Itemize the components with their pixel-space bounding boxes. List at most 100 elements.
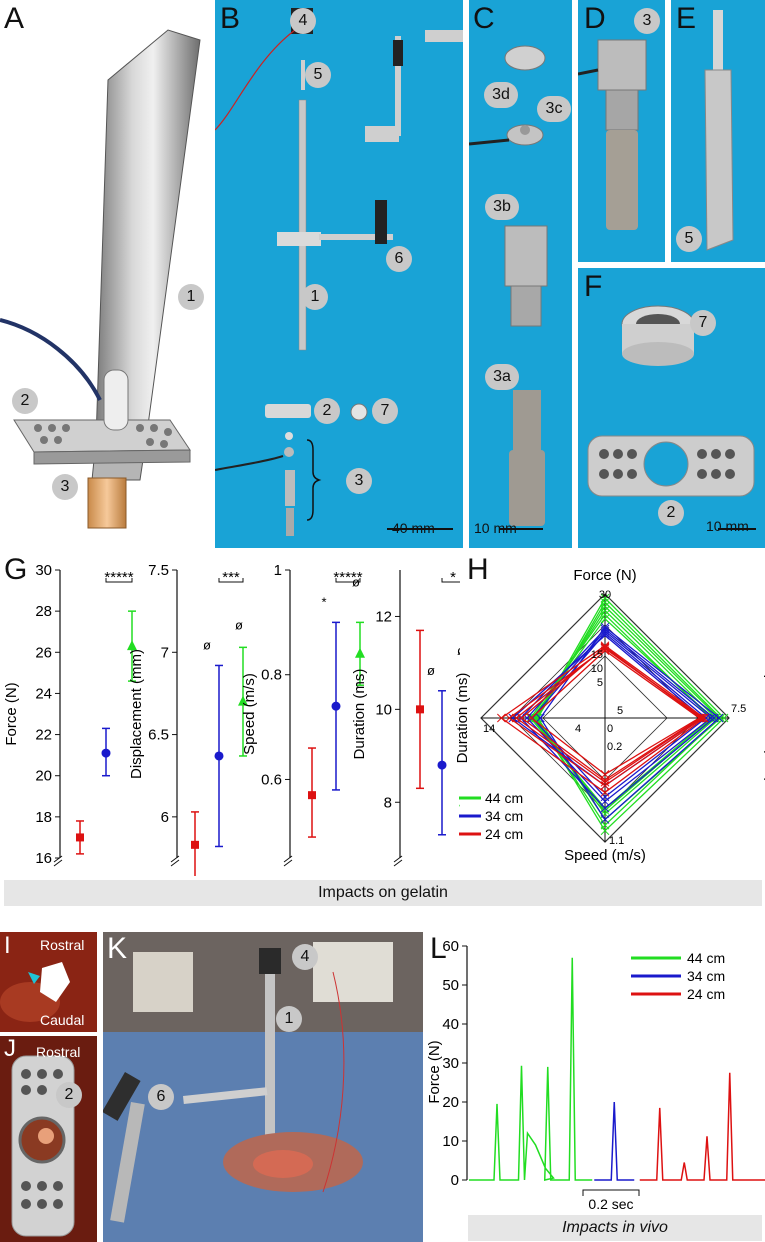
radar-point [517,713,527,723]
y-tick-label: 50 [442,977,459,994]
radar-point [600,775,610,785]
y-tick-label: 1 [274,562,282,579]
label-badge: 6 [148,1084,174,1110]
panel-letter-e: E [676,2,697,35]
y-tick-label: 30 [35,562,52,579]
radar-tick-label: 14 [483,723,495,735]
significance-label: ø [352,574,360,589]
y-tick-label: 10 [375,701,392,718]
panel-letter-l: L [430,932,447,965]
panel-i-drawing [0,932,97,1032]
significance-label: ø [203,637,211,652]
panel-j-photo [0,1036,97,1242]
radar-point [600,642,610,652]
y-tick-label: 6 [161,809,169,826]
significance-bracket [335,578,361,583]
y-tick-label: 40 [442,1016,459,1033]
panel-letter-a: A [4,2,25,35]
label-badge: 2 [314,398,340,424]
y-tick-label: 8 [384,794,392,811]
radar-point [600,614,610,624]
significance-bracket [441,578,460,583]
scale-bar-label: 10 mm [706,518,749,534]
panel-f-drawing [587,305,756,530]
radar-tick-label: 15 [591,649,603,661]
radar-point [600,803,610,813]
radar-tick-label: 0.2 [607,741,622,753]
radar-point [600,610,610,620]
panel-e-photo [671,0,765,262]
scale-bar-label: 10 mm [474,520,517,536]
label-badge: 3 [52,474,78,500]
y-axis-label: Displacement (mm) [128,649,145,779]
panel-k-photo [103,932,423,1242]
axis-break [53,855,63,863]
significance-label: ø [457,643,460,658]
panel-c-drawing [469,45,548,530]
y-tick-label: 28 [35,603,52,620]
panel-letter-i: I [4,932,11,959]
radar-tick-label: 10 [591,663,603,675]
axis-break [393,859,403,867]
panel-letter-c: C [473,2,495,35]
panel-letter-d: D [584,2,606,35]
radar-point [716,713,726,723]
label-badge: 5 [305,62,331,88]
radar-point [600,797,610,806]
label-badge: 3 [346,468,372,494]
radar-point [600,815,610,824]
label-badge: 1 [276,1006,302,1032]
y-tick-label: 22 [35,727,52,744]
radar-point [600,792,610,802]
mean-marker [355,647,365,658]
legend-label: 44 cm [687,950,725,966]
mean-marker [331,701,341,711]
label-badge: 5 [676,226,702,252]
significance-label: * [321,594,326,609]
y-tick-label: 0.8 [261,667,282,684]
y-tick-label: 12 [375,608,392,625]
axis-break [393,855,403,863]
radar-axis-label: Duration (ms) [455,673,471,764]
radar-axis-label: Speed (m/s) [564,847,646,864]
significance-label: ø [235,617,243,632]
label-badge: 3 [634,8,660,34]
legend-label: 44 cm [485,790,523,806]
panel-i-photo [0,932,97,1032]
significance-label: ***** [104,569,133,586]
panel-letter-g: G [4,553,28,586]
y-tick-label: 7.5 [148,562,169,579]
radar-point [695,713,705,723]
legend-label: 34 cm [687,968,725,984]
panel-letter-j: J [4,1035,16,1062]
panel-b-photo [215,0,463,548]
panel-d-photo [578,0,665,262]
y-tick-label: 6.5 [148,727,169,744]
y-tick-label: 60 [442,938,459,955]
radar-tick-label: 5 [597,677,603,689]
significance-label: ø [427,663,435,678]
radar-point [497,713,506,723]
y-tick-label: 30 [442,1055,459,1072]
significance-label: * [450,569,456,586]
mean-marker [214,751,224,761]
radar-tick-label: 1.1 [609,835,624,847]
radar-point [600,597,610,607]
time-scale-bar [582,1189,640,1196]
panel-k-drawing [103,932,423,1242]
panel-d-drawing [578,39,647,230]
panel-b-drawing [215,8,463,536]
panel-letter-f: F [584,270,603,303]
radar-series-line [515,646,703,784]
scale-bar-label: 40 mm [392,520,435,536]
y-tick-label: 0 [451,1172,459,1189]
radar-point [709,713,719,723]
panel-letter-h: H [467,553,489,586]
radar-point [508,713,518,723]
significance-bracket [105,578,133,583]
panel-a-render [0,29,201,529]
radar-point [600,622,610,632]
mean-marker [101,748,111,758]
